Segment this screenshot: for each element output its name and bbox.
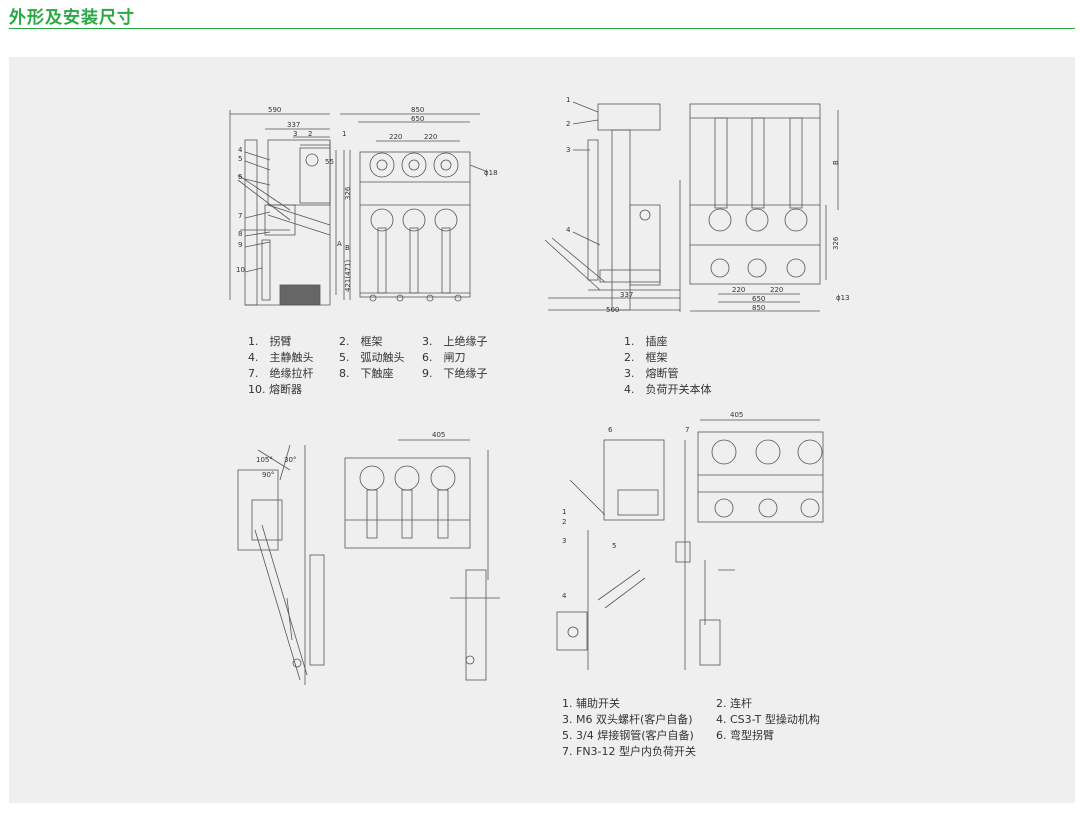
- dim-2: 2: [308, 130, 312, 138]
- label-1: 1: [342, 130, 346, 138]
- legend2-item: 2. 框架: [624, 351, 668, 364]
- legend3-item: 5. 3/4 焊接钢管(客户自备): [562, 729, 694, 742]
- label4-2: 2: [562, 518, 566, 526]
- legend1-item: 7. 绝缘拉杆: [248, 367, 314, 380]
- dim-590: 590: [268, 106, 281, 114]
- label-8: 8: [238, 230, 242, 238]
- dim2-220-a: 220: [732, 286, 745, 294]
- dim-B: B: [345, 244, 350, 252]
- label-9: 9: [238, 241, 242, 249]
- dim2-phi13: ϕ13: [836, 294, 850, 302]
- legend1-item: 5. 弧动触头: [339, 351, 405, 364]
- dim2-220-b: 220: [770, 286, 783, 294]
- label-7: 7: [238, 212, 242, 220]
- angle-30: 30°: [284, 456, 296, 464]
- legend1-item: 2. 框架: [339, 335, 383, 348]
- label4-5: 5: [612, 542, 616, 550]
- page-title: 外形及安装尺寸: [9, 8, 135, 28]
- label4-6: 6: [608, 426, 613, 434]
- legend-1: 1. 拐臂 2. 框架 3. 上绝缘子 4. 主静触头 5. 弧动触头 6. 闸…: [248, 334, 508, 398]
- label4-1: 1: [562, 508, 566, 516]
- legend2-item: 4. 负荷开关本体: [624, 383, 712, 396]
- dim-650: 650: [411, 115, 424, 123]
- dim-55: 55: [325, 158, 334, 166]
- label2-4: 4: [566, 226, 571, 234]
- drawing-panel: [9, 57, 1075, 803]
- dim-phi18: ϕ18: [484, 169, 498, 177]
- legend3-item: 3. M6 双头螺杆(客户自备): [562, 713, 693, 726]
- drawing-1-side-view: [229, 110, 337, 306]
- legend3-item: 1. 辅助开关: [562, 697, 620, 710]
- title-underline: [9, 28, 1075, 29]
- dim2-500: 500: [606, 306, 619, 314]
- drawing-2-side-view: [544, 101, 681, 312]
- dim2-650: 650: [752, 295, 765, 303]
- legend1-item: 10. 熔断器: [248, 383, 302, 396]
- drawing-1-front-view: [340, 113, 489, 302]
- label4-3: 3: [562, 537, 566, 545]
- label4-4: 4: [562, 592, 567, 600]
- label-4: 4: [238, 146, 243, 154]
- dim-850: 850: [411, 106, 424, 114]
- angle-90: 90°: [262, 471, 274, 479]
- label-10: 10: [236, 266, 245, 274]
- legend1-item: 6. 闸刀: [422, 351, 466, 364]
- legend1-item: 1. 拐臂: [248, 335, 292, 348]
- label-6: 6: [238, 173, 243, 181]
- dim4-405: 405: [730, 411, 743, 419]
- legend1-item: 8. 下触座: [339, 367, 394, 380]
- dim-3: 3: [293, 130, 297, 138]
- dim2-326: 326: [832, 236, 840, 250]
- dim-421: 421(471): [344, 260, 352, 292]
- legend1-item: 3. 上绝缘子: [422, 335, 488, 348]
- legend2-item: 3. 熔断管: [624, 367, 679, 380]
- angle-105: 105°: [256, 456, 273, 464]
- label2-1: 1: [566, 96, 570, 104]
- legend1-item: 9. 下绝缘子: [422, 367, 488, 380]
- legend3-item: 2. 连杆: [716, 697, 752, 710]
- dim3-405: 405: [432, 431, 445, 439]
- label2-3: 3: [566, 146, 570, 154]
- drawing-2-front-view: [689, 103, 839, 312]
- dim-326: 326: [344, 186, 352, 200]
- dim-220-a: 220: [389, 133, 402, 141]
- legend2-item: 1. 插座: [624, 335, 668, 348]
- drawing-labels: 590 337 3 2 55 4 5 6 7 8 9 10 1 850 650 …: [236, 96, 850, 600]
- drawing-4-operating-mechanism: [556, 419, 824, 670]
- label2-2: 2: [566, 120, 570, 128]
- legend3-item: 7. FN3-12 型户内负荷开关: [562, 745, 697, 758]
- legend3-item: 4. CS3-T 型操动机构: [716, 713, 820, 726]
- dim-A: A: [337, 240, 342, 248]
- drawing-3-wall-mount: [237, 439, 500, 685]
- dim2-850: 850: [752, 304, 765, 312]
- dim-337: 337: [287, 121, 300, 129]
- dim2-B: B: [832, 160, 840, 165]
- dim-220-b: 220: [424, 133, 437, 141]
- dim2-337: 337: [620, 291, 633, 299]
- legend3-item: 6. 弯型拐臂: [716, 729, 774, 742]
- legend-3: 1. 辅助开关 2. 连杆 3. M6 双头螺杆(客户自备) 4. CS3-T …: [562, 696, 862, 760]
- legend-2: 1. 插座 2. 框架 3. 熔断管 4. 负荷开关本体: [624, 334, 764, 398]
- label-5: 5: [238, 155, 242, 163]
- label4-7: 7: [685, 426, 689, 434]
- legend1-item: 4. 主静触头: [248, 351, 314, 364]
